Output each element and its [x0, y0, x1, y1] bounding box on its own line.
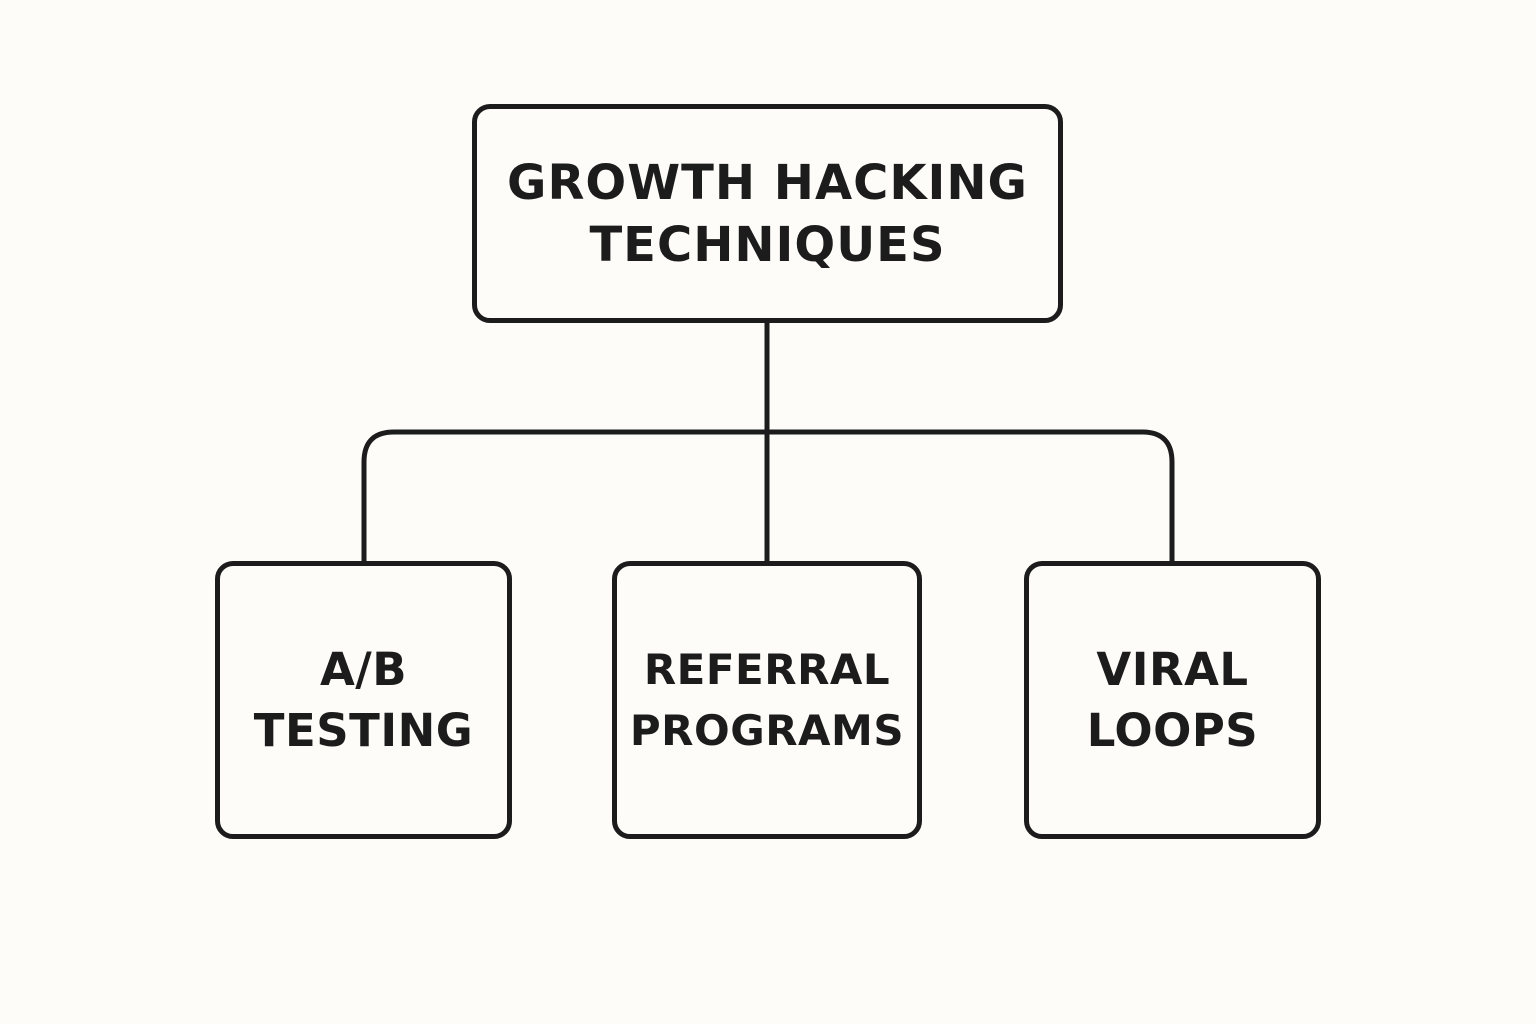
root-node-growth-hacking-techniques: GROWTH HACKING TECHNIQUES — [472, 104, 1063, 323]
root-node-title-line-1: GROWTH HACKING — [507, 154, 1028, 211]
child-node-referral-programs: REFERRAL PROGRAMS — [612, 561, 922, 839]
connector-horizontal-bus — [361, 429, 1175, 561]
child-node-referral-programs-line-1: REFERRAL — [643, 645, 891, 694]
root-node-title-line-2: TECHNIQUES — [589, 216, 946, 273]
child-node-viral-loops: VIRAL LOOPS — [1024, 561, 1321, 839]
child-node-ab-testing: A/B TESTING — [215, 561, 512, 839]
child-node-viral-loops-line-1: VIRAL — [1096, 643, 1249, 696]
child-node-ab-testing-line-1: A/B — [319, 643, 408, 696]
child-node-viral-loops-line-2: LOOPS — [1086, 704, 1259, 757]
child-node-ab-testing-line-2: TESTING — [253, 704, 474, 757]
child-node-referral-programs-line-2: PROGRAMS — [629, 706, 905, 755]
